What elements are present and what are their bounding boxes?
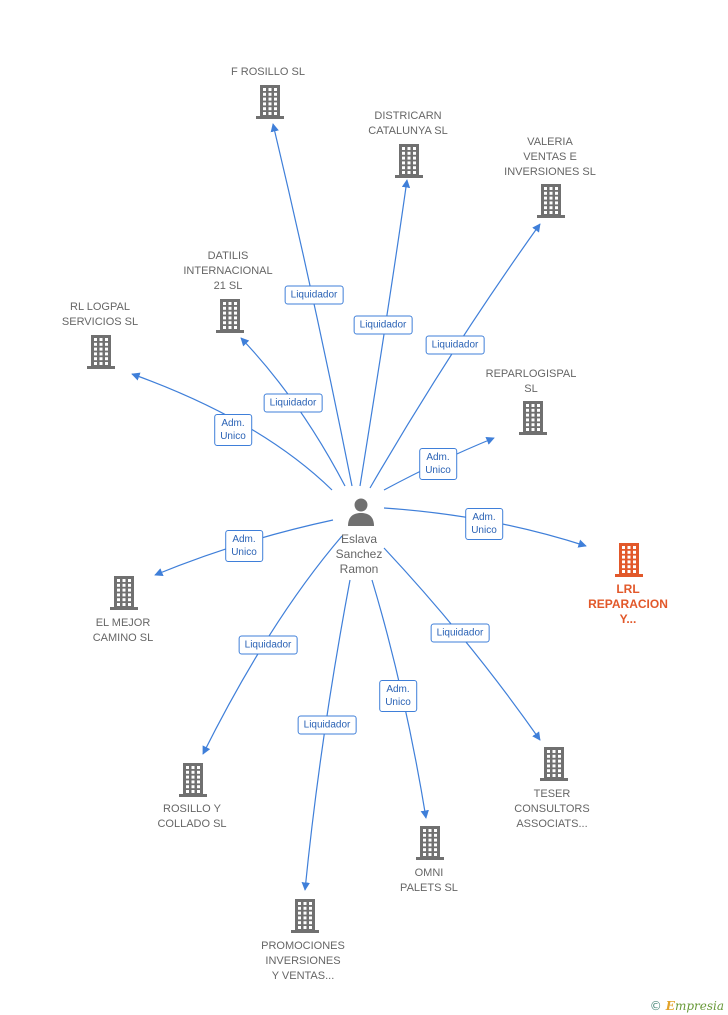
building-icon[interactable] [85, 334, 117, 370]
company-label-teser[interactable]: TESER CONSULTORS ASSOCIATS... [514, 788, 590, 830]
brand-logo: ©Empresia [650, 999, 724, 1013]
brand-initial: E [665, 999, 675, 1013]
building-icon[interactable] [414, 825, 446, 861]
building-icon[interactable] [538, 746, 570, 782]
company-label-rl-logpal[interactable]: RL LOGPAL SERVICIOS SL [61, 301, 139, 328]
edge-rosillo-collado [202, 535, 343, 755]
edge-f-rosillo [270, 123, 353, 487]
building-icon[interactable] [393, 143, 425, 179]
company-label-f-rosillo[interactable]: F ROSILLO SL [231, 66, 305, 78]
edge-promociones [301, 579, 351, 891]
person-icon[interactable] [345, 496, 377, 528]
relation-label-el-mejor[interactable]: Adm. Unico [225, 530, 263, 562]
building-icon[interactable] [289, 898, 321, 934]
relation-label-teser[interactable]: Liquidador [430, 623, 490, 643]
company-label-lrl[interactable]: LRL REPARACION Y... [588, 582, 668, 626]
company-label-promociones[interactable]: PROMOCIONES INVERSIONES Y VENTAS... [261, 940, 345, 982]
company-label-districarn[interactable]: DISTRICARN CATALUNYA SL [368, 110, 448, 137]
relation-label-datilis[interactable]: Liquidador [263, 393, 323, 413]
building-icon[interactable] [613, 542, 645, 578]
relation-label-valeria[interactable]: Liquidador [425, 335, 485, 355]
relation-label-omni[interactable]: Adm. Unico [379, 680, 417, 712]
company-label-reparlogispal[interactable]: REPARLOGISPAL SL [485, 368, 577, 395]
building-icon[interactable] [517, 400, 549, 436]
company-label-omni[interactable]: OMNI PALETS SL [400, 867, 458, 894]
relation-label-districarn[interactable]: Liquidador [353, 315, 413, 335]
relation-label-rosillo-collado[interactable]: Liquidador [238, 635, 298, 655]
building-icon[interactable] [535, 183, 567, 219]
relation-label-rl-logpal[interactable]: Adm. Unico [214, 414, 252, 446]
building-icon[interactable] [254, 84, 286, 120]
company-label-datilis[interactable]: DATILIS INTERNACIONAL 21 SL [183, 250, 273, 292]
company-label-rosillo-collado[interactable]: ROSILLO Y COLLADO SL [157, 803, 227, 830]
company-label-el-mejor[interactable]: EL MEJOR CAMINO SL [92, 617, 154, 644]
person-name[interactable]: Eslava Sanchez Ramon [335, 532, 383, 576]
building-icon[interactable] [108, 575, 140, 611]
building-icon[interactable] [177, 762, 209, 798]
company-label-valeria[interactable]: VALERIA VENTAS E INVERSIONES SL [504, 136, 596, 178]
relation-label-reparlogispal[interactable]: Adm. Unico [419, 448, 457, 480]
relation-label-lrl[interactable]: Adm. Unico [465, 508, 503, 540]
relation-label-promociones[interactable]: Liquidador [297, 715, 357, 735]
copyright-symbol: © [649, 999, 662, 1013]
building-icon[interactable] [214, 298, 246, 334]
relation-label-f-rosillo[interactable]: Liquidador [284, 285, 344, 305]
brand-name: mpresia [674, 999, 724, 1013]
